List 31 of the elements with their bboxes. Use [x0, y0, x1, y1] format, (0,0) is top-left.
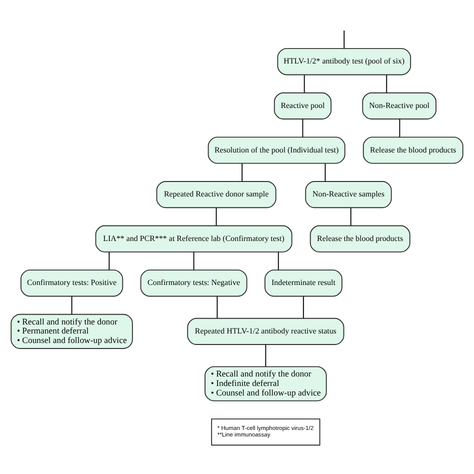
connector: [108, 252, 110, 270]
connector: [350, 207, 352, 226]
connector: [71, 296, 72, 314]
node-box: Non-Reactive samples: [305, 180, 392, 208]
node-box: Indeterminate result: [264, 269, 342, 296]
node-box: Non-Reactive pool: [362, 92, 436, 119]
connector: [242, 163, 243, 181]
node-box: HTLV-1/2* antibody test (pool of six): [277, 48, 412, 75]
node-box: Repeated Reactive donor sample: [156, 180, 276, 208]
node-box: Repeated HTLV-1/2 antibody reactive status: [187, 317, 344, 344]
connector: [216, 207, 217, 226]
node-box: Release the blood products: [310, 224, 410, 252]
connector: [278, 252, 279, 270]
connector: [302, 118, 304, 136]
connector: [399, 118, 400, 136]
node-box: Confirmatory tests: Negative: [140, 269, 248, 296]
connector: [386, 74, 388, 92]
node-box: Release the blood products: [362, 136, 464, 164]
connector: [216, 296, 218, 318]
connector: [324, 163, 326, 181]
connector: [304, 74, 305, 92]
connector: [265, 344, 266, 366]
node-box: Reactive pool: [274, 92, 332, 119]
connector: [344, 30, 345, 48]
node-box: Resolution of the pool (Individual test): [208, 136, 346, 164]
node-box: • Recall and notify the donor • Permanent deferral • Counsel and follow-up advice: [10, 313, 133, 348]
connector: [302, 296, 304, 318]
node-box: • Recall and notify the donor • Indefinite deferral • Counsel and follow-up advice: [204, 366, 327, 401]
node-box: LIA** and PCR*** at Reference lab (Confirmatory test): [95, 224, 292, 252]
node-box: Confirmatory tests: Positive: [20, 269, 124, 296]
connector: [193, 252, 194, 270]
